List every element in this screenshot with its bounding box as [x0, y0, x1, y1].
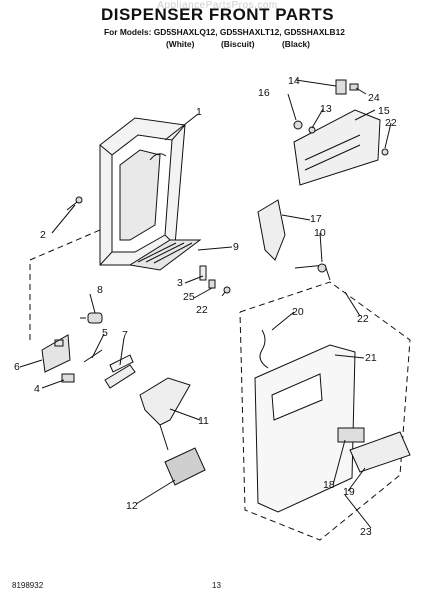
callout-22b: 22 [196, 304, 208, 316]
left-leader-dashed [29, 229, 101, 340]
callout-22c: 22 [357, 313, 369, 325]
callout-12: 12 [126, 500, 138, 512]
callout-2: 2 [40, 229, 46, 241]
part-screw-2 [66, 196, 83, 211]
page-number: 13 [212, 581, 221, 590]
callout-13: 13 [320, 103, 332, 115]
part-front-panel-21 [254, 344, 356, 513]
part-lever-10 [294, 263, 331, 281]
part-module-6 [41, 334, 71, 373]
variant-biscuit: (Biscuit) [221, 39, 255, 49]
callout-20: 20 [292, 306, 304, 318]
callout-24: 24 [368, 92, 380, 104]
callout-6: 6 [14, 361, 20, 373]
callout-18: 18 [323, 479, 335, 491]
part-8 [80, 312, 103, 324]
callout-7: 7 [122, 329, 128, 341]
callout-15: 15 [378, 105, 390, 117]
panel-assembly-outline [239, 281, 411, 541]
callout-labels: 1 2 3 4 5 6 7 8 9 10 11 12 13 14 15 16 1… [14, 75, 397, 538]
variant-white: (White) [166, 39, 195, 49]
callout-11: 11 [198, 415, 209, 427]
callout-3: 3 [177, 277, 183, 289]
part-wire-20 [259, 329, 269, 369]
leader-lines [19, 79, 392, 529]
page-title: DISPENSER FRONT PARTS [100, 5, 335, 24]
part-switch-18 [337, 427, 365, 443]
variant-black: (Black) [282, 39, 310, 49]
part-dispenser-housing [99, 117, 186, 266]
callout-16: 16 [258, 87, 270, 99]
callout-14: 14 [288, 75, 300, 87]
part-upper-module [293, 79, 389, 186]
callout-25: 25 [183, 291, 195, 303]
callout-21: 21 [365, 352, 377, 364]
callout-1: 1 [196, 106, 202, 118]
callout-19: 19 [343, 486, 355, 498]
watermark: AppliancePartsPros.com [157, 0, 278, 11]
part-label-19 [349, 431, 411, 473]
callout-10: 10 [314, 227, 326, 239]
part-4 [61, 373, 75, 383]
models-label: For Models: GD5SHAXLQ12, GD5SHAXLT12, GD… [104, 27, 345, 37]
callout-22a: 22 [385, 117, 397, 129]
callout-4: 4 [34, 383, 40, 395]
callout-9: 9 [233, 241, 239, 253]
footer-code: 8198932 [12, 581, 44, 590]
callout-8: 8 [97, 284, 103, 296]
callout-17: 17 [310, 213, 322, 225]
part-bracket-17 [257, 199, 286, 261]
part-small-fasteners [199, 265, 231, 297]
callout-5: 5 [102, 327, 108, 339]
part-actuator-arm [139, 377, 191, 451]
part-bracket-7 [104, 354, 136, 389]
part-pad-12 [164, 447, 206, 486]
part-drip-tray [128, 239, 202, 271]
callout-23: 23 [360, 526, 372, 538]
